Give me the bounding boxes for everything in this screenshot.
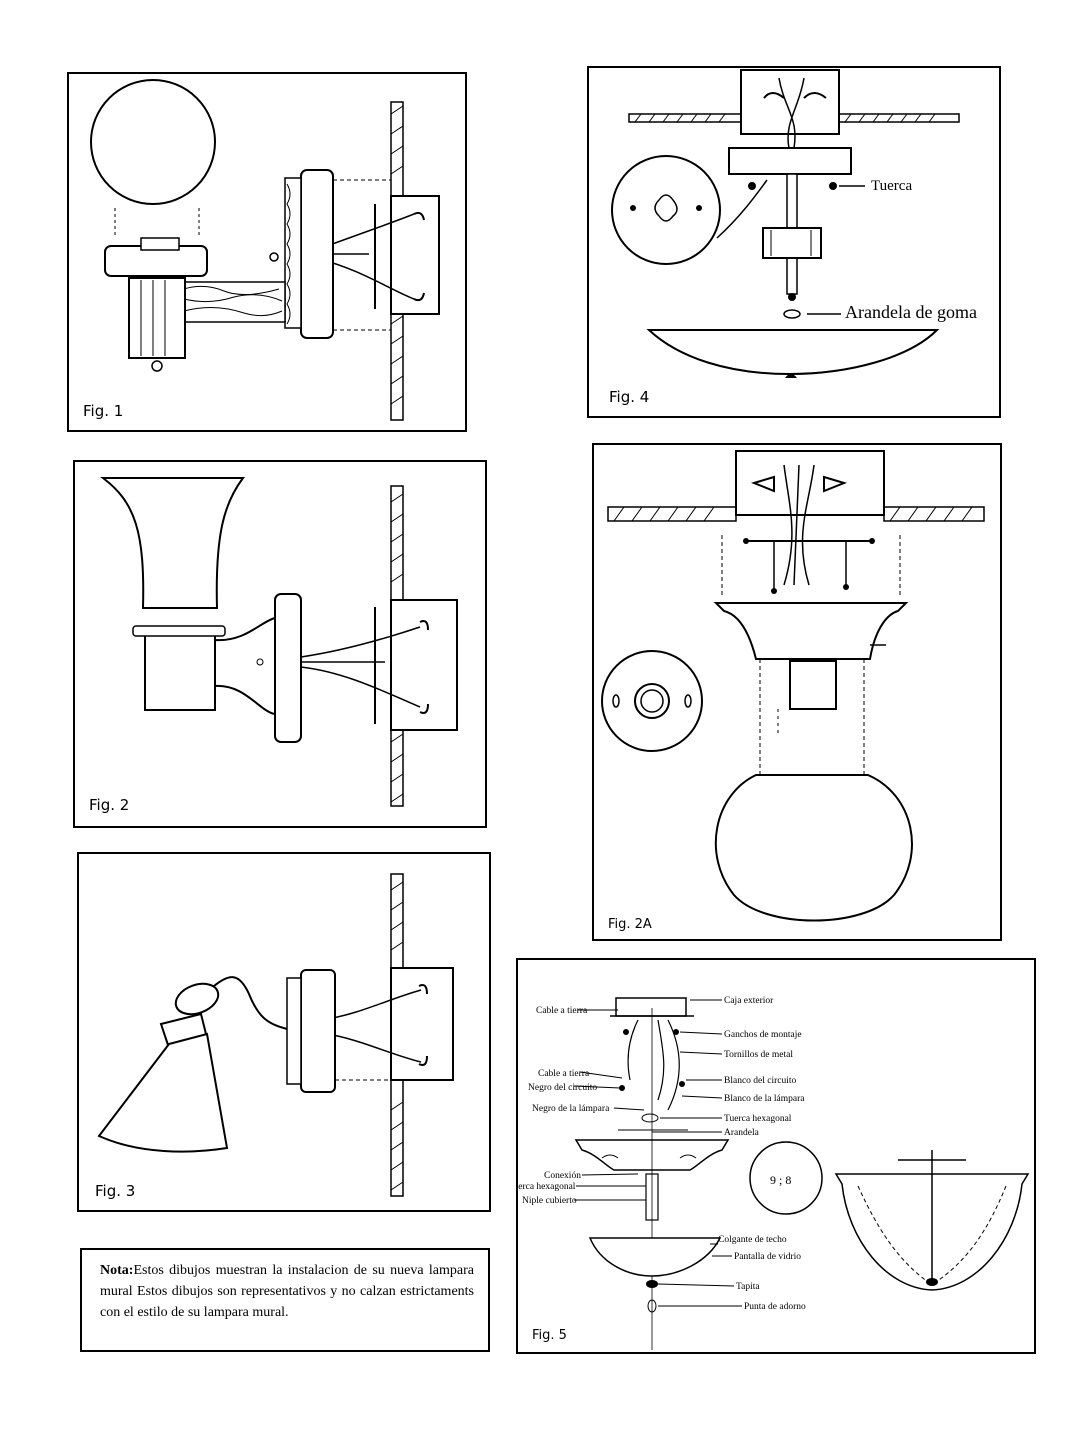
fig5-drawing: 9 ; 8 Cable a tierra Cable a tierra Negr…	[518, 996, 1030, 1350]
fig4-arandela-label: Arandela de goma	[845, 302, 977, 322]
fig5-label-cable-tierra-1: Cable a tierra	[536, 1006, 588, 1016]
fig5-label-niple: Niple cubierto	[522, 1196, 577, 1206]
fig5-label: Fig. 5	[532, 1328, 567, 1343]
fig5-label-arandela: Arandela	[724, 1128, 760, 1138]
fig5-label-cable-tierra-2: Cable a tierra	[538, 1069, 590, 1079]
fig2-label: Fig. 2	[89, 796, 130, 814]
fig5-label-pantalla: Pantalla de vidrio	[734, 1252, 801, 1262]
note-box: Nota:Estos dibujos muestran la instalaci…	[80, 1248, 490, 1352]
fig5-label-tornillos: Tornillos de metal	[724, 1050, 793, 1060]
fig2a-drawing	[601, 450, 985, 922]
fig5-label-negro-circuito: Negro del circuito	[528, 1083, 597, 1093]
fig5-label-conexion: Conexión	[544, 1171, 581, 1181]
fig5-label-tapita: Tapita	[736, 1282, 760, 1292]
fig1-label: Fig. 1	[83, 402, 124, 420]
fig5-label-ganchos: Ganchos de montaje	[724, 1030, 802, 1040]
note-text: Estos dibujos muestran la instalacion de…	[100, 1263, 474, 1320]
fig5-label-caja-exterior: Caja exterior	[724, 996, 774, 1006]
figure-5: 9 ; 8 Cable a tierra Cable a tierra Negr…	[516, 958, 1036, 1354]
fig4-label: Fig. 4	[609, 388, 650, 406]
fig1-drawing	[90, 79, 440, 421]
fig5-label-negro-lampara: Negro de la lámpara	[532, 1104, 610, 1114]
fig3-drawing	[97, 873, 454, 1197]
fig2a-label: Fig. 2A	[608, 917, 652, 932]
fig5-label-colgante: Colgante de techo	[718, 1235, 787, 1245]
fig5-label-tuerca-hexagonal-right: Tuerca hexagonal	[724, 1114, 792, 1124]
figure-3: Fig. 3	[77, 852, 491, 1212]
fig5-label-punta: Punta de adorno	[744, 1302, 806, 1312]
figure-2a: Fig. 2A	[592, 443, 1002, 941]
fig4-drawing: Tuerca Arandela de goma	[611, 69, 977, 378]
figure-4: Tuerca Arandela de goma Fig. 4	[587, 66, 1001, 418]
fig2-drawing	[100, 477, 458, 807]
fig4-tuerca-label: Tuerca	[871, 178, 912, 194]
fig5-label-tuerca-hexagonal-left: Tuerca hexagonal	[518, 1182, 576, 1192]
note-bold: Nota:	[100, 1263, 134, 1278]
fig3-label: Fig. 3	[95, 1182, 136, 1200]
svg-text:9 ; 8: 9 ; 8	[770, 1173, 791, 1187]
figure-1: Fig. 1	[67, 72, 467, 432]
figure-2: Fig. 2	[73, 460, 487, 828]
fig5-label-blanco-circuito: Blanco del circuito	[724, 1076, 797, 1086]
fig5-label-blanco-lampara: Blanco de la lámpara	[724, 1094, 805, 1104]
